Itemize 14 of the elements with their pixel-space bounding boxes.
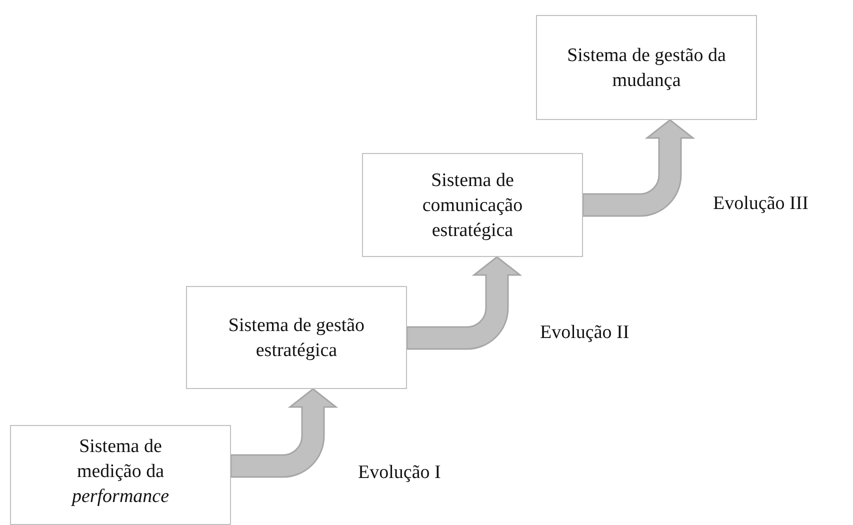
box-text: Sistema de gestão da mudança [566, 44, 727, 92]
curved-arrow [582, 119, 694, 217]
process-box [362, 153, 583, 257]
process-box [536, 15, 757, 120]
process-box [186, 286, 407, 389]
process-box [10, 425, 231, 525]
edge-label: Evolução III [713, 193, 808, 215]
edge-label: Evolução II [540, 322, 630, 344]
box-text: Sistema de gestão estratégica [227, 314, 366, 362]
box-text: Sistema de comunicação estratégica [421, 168, 524, 242]
curved-arrow [406, 256, 521, 350]
box-text: Sistema de medição da performance [70, 435, 170, 509]
curved-arrow [230, 388, 337, 478]
edge-label: Evolução I [358, 462, 441, 484]
